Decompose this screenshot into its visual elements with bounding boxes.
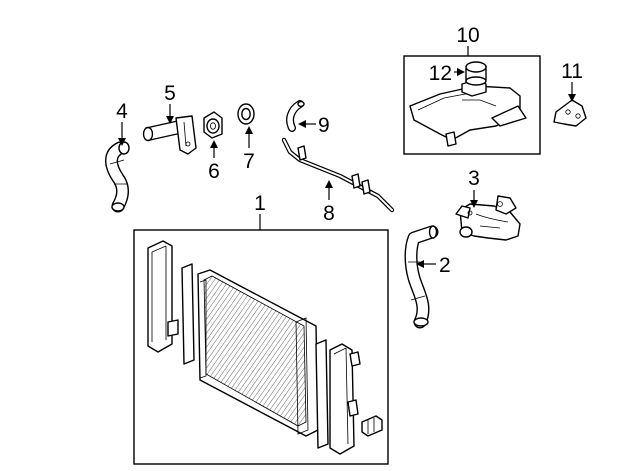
callout-9: 9 (318, 114, 330, 137)
radiator-group-frame (133, 229, 389, 465)
callout-labels: 1 2 3 4 5 6 7 8 9 10 11 12 (116, 24, 583, 277)
reservoir-cap (465, 61, 487, 86)
callout-10: 10 (456, 24, 479, 47)
callout-5: 5 (164, 82, 176, 105)
thermostat-gasket (237, 103, 255, 125)
callout-8: 8 (323, 202, 335, 225)
thermostat (203, 111, 223, 139)
reservoir-bracket (553, 99, 587, 127)
radiator-assembly (133, 229, 389, 465)
callout-11: 11 (561, 60, 583, 83)
callout-7: 7 (243, 150, 255, 173)
callout-leaders (118, 46, 576, 268)
bypass-hose (286, 100, 305, 132)
upper-radiator-hose (105, 141, 130, 213)
reservoir-assembly (403, 55, 541, 155)
radiator-left-tank (147, 240, 179, 353)
radiator-right-tank (329, 343, 361, 455)
callout-3: 3 (468, 167, 480, 190)
water-outlet-housing (455, 195, 521, 241)
callout-12: 12 (429, 62, 452, 85)
radiator-left-seal (181, 263, 195, 365)
callout-4: 4 (116, 100, 128, 123)
bypass-pipe (281, 137, 395, 213)
radiator-core (197, 269, 319, 437)
lower-radiator-hose (404, 225, 439, 329)
coolant-reservoir (409, 79, 527, 147)
callout-1: 1 (254, 192, 266, 215)
radiator-drain-plug (361, 415, 383, 437)
radiator-right-seal (315, 339, 329, 449)
callout-6: 6 (208, 160, 220, 183)
callout-2: 2 (439, 254, 451, 277)
reservoir-group-frame (403, 55, 541, 155)
